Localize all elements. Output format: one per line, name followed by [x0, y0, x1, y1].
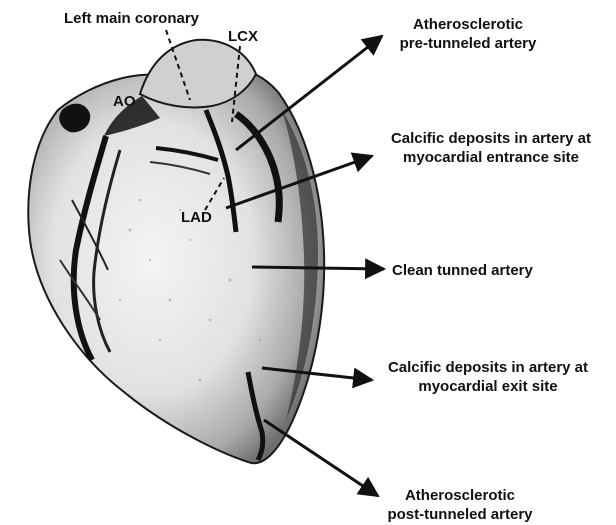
label-atherosclerotic-pre-line2: pre-tunneled artery [374, 34, 562, 53]
label-calcific-exit-line1: Calcific deposits in artery at [370, 358, 606, 377]
label-atherosclerotic-post-line2: post-tunneled artery [368, 505, 552, 524]
label-calcific-entrance: Calcific deposits in artery at myocardia… [374, 129, 608, 167]
label-atherosclerotic-pre-line1: Atherosclerotic [374, 15, 562, 34]
label-ao: AO [113, 92, 136, 111]
label-calcific-entrance-line2: myocardial entrance site [374, 148, 608, 167]
label-atherosclerotic-pre: Atherosclerotic pre-tunneled artery [374, 15, 562, 53]
arrow-post-tunneled [264, 420, 378, 496]
label-calcific-exit: Calcific deposits in artery at myocardia… [370, 358, 606, 396]
label-left-main-coronary: Left main coronary [64, 9, 199, 28]
label-lcx: LCX [228, 27, 258, 46]
label-calcific-exit-line2: myocardial exit site [370, 377, 606, 396]
label-atherosclerotic-post: Atherosclerotic post-tunneled artery [368, 486, 552, 524]
label-lad: LAD [181, 208, 212, 227]
arrow-clean-tunneled [252, 267, 384, 269]
label-calcific-entrance-line1: Calcific deposits in artery at [374, 129, 608, 148]
label-clean-tunneled: Clean tunned artery [392, 261, 533, 280]
label-atherosclerotic-post-line1: Atherosclerotic [368, 486, 552, 505]
